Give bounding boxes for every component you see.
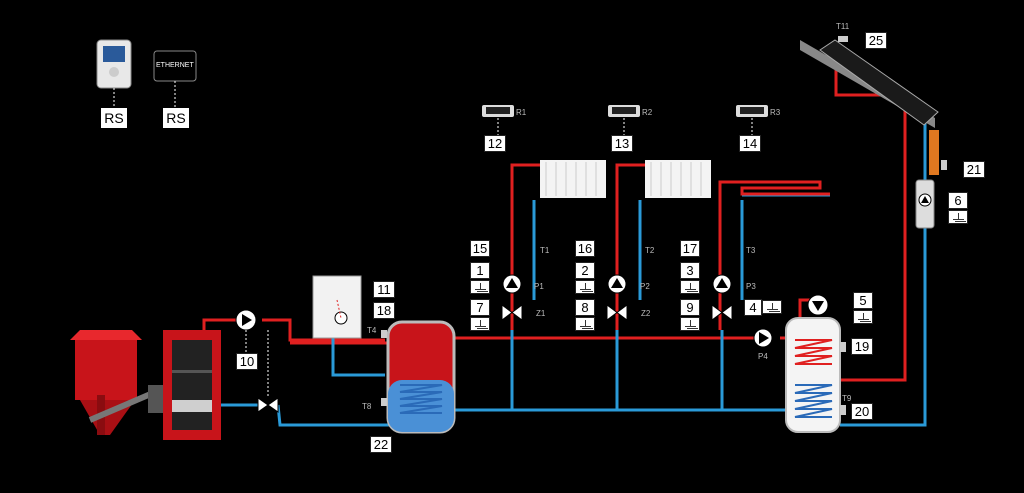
floor-heating-coil — [740, 180, 830, 196]
label-16: 16 — [575, 240, 595, 257]
label-11: 11 — [373, 281, 395, 298]
ground-icon-2 — [575, 280, 595, 294]
label-3: 3 — [680, 262, 700, 279]
label-20: 20 — [851, 403, 873, 420]
tag-z1: Z1 — [536, 309, 546, 318]
ground-icon-1 — [470, 280, 490, 294]
label-1: 1 — [470, 262, 490, 279]
label-15: 15 — [470, 240, 490, 257]
label-5: 5 — [853, 292, 873, 309]
rs-label-ethernet: RS — [163, 108, 189, 128]
pellet-hopper — [70, 330, 142, 435]
ground-icon-3 — [680, 280, 700, 294]
main-controller — [96, 39, 132, 89]
ground-icon-9 — [680, 317, 700, 331]
tag-p1: P1 — [534, 282, 544, 291]
label-13: 13 — [611, 135, 633, 152]
label-12: 12 — [484, 135, 506, 152]
tag-t8: T8 — [362, 402, 372, 411]
ground-icon-7 — [470, 317, 490, 331]
room-regulator-3 — [736, 105, 768, 117]
tag-p3: P3 — [746, 282, 756, 291]
rs-label-controller: RS — [101, 108, 127, 128]
label-19: 19 — [851, 338, 873, 355]
label-9: 9 — [680, 299, 700, 316]
dhw-tank — [785, 317, 846, 433]
tag-t4: T4 — [367, 326, 377, 335]
room-regulator-1 — [482, 105, 514, 117]
burner-unit — [148, 385, 166, 413]
circuit-pump-1 — [502, 274, 522, 294]
label-25: 25 — [865, 32, 887, 49]
label-2: 2 — [575, 262, 595, 279]
label-17: 17 — [680, 240, 700, 257]
dhw-pump — [753, 328, 773, 348]
label-10: 10 — [236, 353, 258, 370]
mixing-valve-boiler — [257, 330, 279, 413]
circuit-valve-2 — [606, 304, 628, 321]
ground-icon-5 — [853, 310, 873, 324]
ethernet-text: ETHERNET — [156, 62, 194, 69]
tag-t1: T1 — [540, 246, 550, 255]
radiator-2 — [645, 160, 711, 198]
label-4: 4 — [744, 299, 762, 316]
circuit-pump-2 — [607, 274, 627, 294]
tag-z2: Z2 — [641, 309, 651, 318]
label-18: 18 — [373, 302, 395, 319]
label-22: 22 — [370, 436, 392, 453]
tag-t3: T3 — [746, 246, 756, 255]
tag-r2: R2 — [642, 108, 653, 117]
tag-r3: R3 — [770, 108, 781, 117]
room-regulator-2 — [608, 105, 640, 117]
label-8: 8 — [575, 299, 595, 316]
tag-p4: P4 — [758, 352, 768, 361]
tag-r1: R1 — [516, 108, 527, 117]
solar-collector — [800, 36, 939, 128]
label-21: 21 — [963, 161, 985, 178]
tag-p2: P2 — [640, 282, 650, 291]
tag-t9: T9 — [842, 394, 852, 403]
ground-icon-6 — [948, 210, 968, 224]
label-14: 14 — [739, 135, 761, 152]
recirculation-pump — [807, 294, 829, 316]
ground-icon-4 — [762, 300, 782, 314]
ethernet-module — [153, 50, 197, 108]
buffer-tank — [381, 320, 456, 434]
ground-icon-8 — [575, 317, 595, 331]
signal-lines — [245, 118, 753, 352]
radiator-1 — [540, 160, 606, 198]
gas-boiler — [312, 275, 362, 339]
solar-pump-station — [915, 130, 947, 229]
cold-pipes — [220, 120, 927, 427]
boiler — [163, 330, 221, 440]
circuit-pump-3 — [712, 274, 732, 294]
tag-t2: T2 — [645, 246, 655, 255]
circuit-valve-1 — [501, 304, 523, 321]
tag-t11: T11 — [836, 22, 850, 31]
boiler-pump — [235, 309, 257, 331]
label-7: 7 — [470, 299, 490, 316]
label-6: 6 — [948, 192, 968, 209]
circuit-valve-3 — [711, 304, 733, 321]
